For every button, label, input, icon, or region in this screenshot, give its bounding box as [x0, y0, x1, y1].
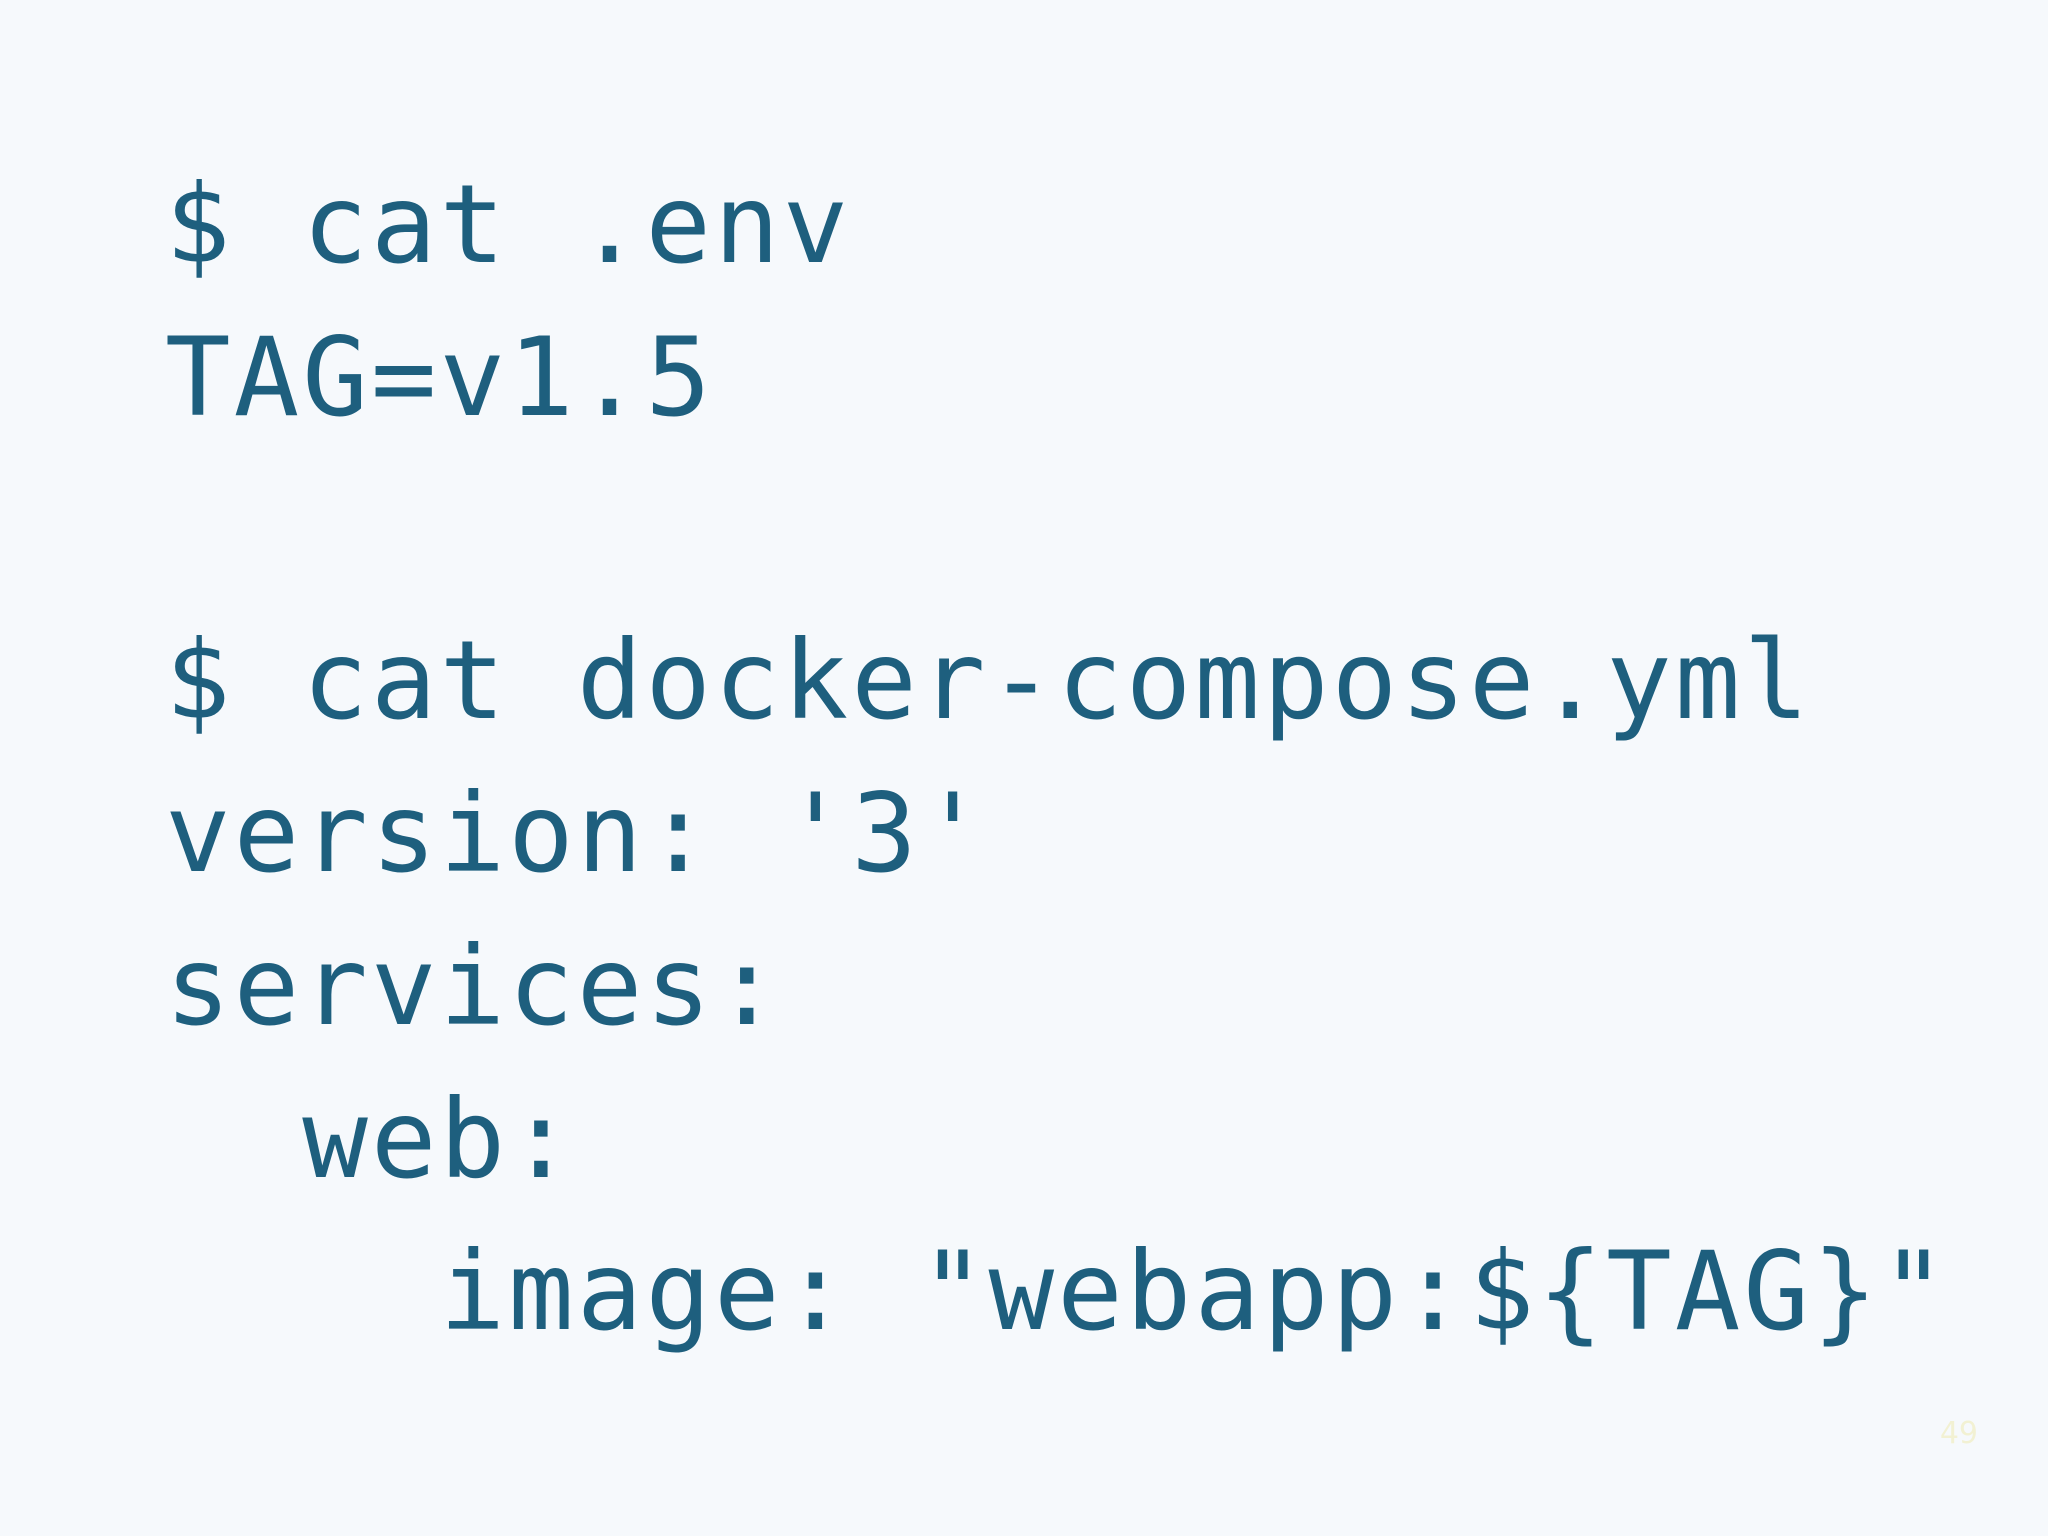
code-line-cat-compose: $ cat docker-compose.yml: [165, 617, 1812, 744]
code-line-services: services:: [165, 923, 783, 1050]
code-line-image: image: "webapp:${TAG}": [165, 1228, 1950, 1355]
code-line-version: version: '3': [165, 770, 989, 897]
code-line-tag: TAG=v1.5: [165, 314, 714, 441]
slide-number: 49: [1939, 1416, 1978, 1451]
code-line-cat-env: $ cat .env: [165, 161, 852, 288]
code-line-web: web:: [165, 1076, 577, 1203]
code-block: $ cat .env TAG=v1.5 $ cat docker-compose…: [165, 0, 1946, 1346]
